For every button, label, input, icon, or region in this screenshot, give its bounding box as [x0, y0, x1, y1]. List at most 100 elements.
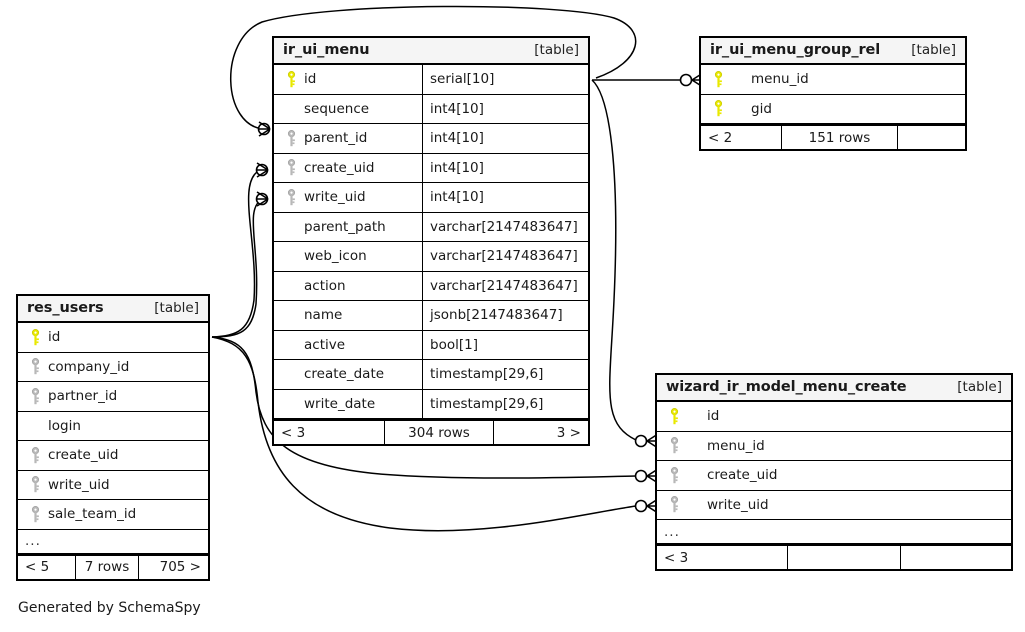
no-key-icon	[281, 278, 301, 294]
column-type: jsonb[2147483647]	[422, 301, 588, 330]
footer-row-count	[787, 546, 900, 569]
table-row[interactable]: id	[18, 323, 208, 353]
table-type-tag: [table]	[534, 42, 579, 58]
endpoint-circle	[679, 73, 693, 87]
table-row[interactable]: sequence int4[10]	[274, 94, 588, 124]
foreign-key-icon	[25, 387, 45, 404]
column-label: write_date	[304, 395, 376, 412]
table-row[interactable]: action varchar[2147483647]	[274, 271, 588, 301]
column-label: write_uid	[707, 496, 769, 513]
table-type-tag: [table]	[911, 42, 956, 58]
table-row[interactable]: create_uid int4[10]	[274, 153, 588, 183]
column-label: web_icon	[304, 248, 367, 265]
foreign-key-icon	[281, 159, 301, 176]
column-name-cell: create_date	[274, 360, 422, 389]
table-row[interactable]: write_uid	[657, 491, 1011, 520]
table-row[interactable]: create_uid	[657, 461, 1011, 491]
schemaspy-credit: Generated by SchemaSpy	[18, 600, 201, 616]
column-label: parent_id	[304, 130, 368, 147]
table-footer: < 3	[657, 544, 1011, 569]
no-key-icon	[281, 396, 301, 412]
column-name-cell: menu_id	[701, 65, 965, 94]
table-row[interactable]: name jsonb[2147483647]	[274, 301, 588, 331]
foreign-key-icon	[664, 466, 684, 483]
column-label: create_uid	[707, 467, 778, 484]
table-header-ir_ui_menu: ir_ui_menu [table]	[274, 38, 588, 65]
table-wizard_ir_model_menu_create[interactable]: wizard_ir_model_menu_create [table] id m…	[655, 373, 1013, 571]
column-label: active	[304, 336, 346, 353]
footer-row-count: 151 rows	[781, 126, 897, 149]
footer-child-count[interactable]: 705 >	[138, 555, 208, 579]
column-label: partner_id	[48, 388, 118, 405]
table-row[interactable]: active bool[1]	[274, 330, 588, 360]
table-row[interactable]: company_id	[18, 353, 208, 382]
table-row[interactable]: create_date timestamp[29,6]	[274, 360, 588, 390]
primary-key-icon	[664, 407, 684, 424]
column-label: sale_team_id	[48, 506, 137, 523]
column-label: menu_id	[751, 71, 809, 88]
column-label: name	[304, 307, 343, 324]
table-row[interactable]: write_uid int4[10]	[274, 183, 588, 213]
table-row[interactable]: login	[18, 412, 208, 441]
table-title: wizard_ir_model_menu_create	[666, 379, 907, 395]
table-row[interactable]: id	[657, 402, 1011, 432]
table-title: res_users	[27, 300, 104, 316]
table-row[interactable]: web_icon varchar[2147483647]	[274, 242, 588, 272]
footer-parent-count[interactable]: < 3	[664, 549, 689, 566]
table-ir_ui_menu[interactable]: ir_ui_menu [table] id serial[10] sequenc…	[272, 36, 590, 446]
foreign-key-icon	[25, 446, 45, 463]
column-label: id	[304, 71, 317, 88]
column-type: varchar[2147483647]	[422, 212, 588, 241]
column-name-cell: write_uid	[274, 183, 422, 212]
column-name-cell: gid	[701, 95, 965, 124]
footer-parent-count[interactable]: < 3	[281, 424, 306, 441]
column-name-cell: id	[274, 65, 422, 94]
column-name-cell: parent_id	[274, 124, 422, 153]
column-type: serial[10]	[422, 65, 588, 94]
column-label: id	[48, 329, 61, 346]
footer-child-count[interactable]	[900, 546, 1011, 569]
column-label: login	[48, 417, 81, 434]
column-name-cell: company_id	[18, 353, 208, 382]
footer-parent-count[interactable]: < 2	[708, 129, 733, 146]
column-type: int4[10]	[422, 124, 588, 153]
table-row[interactable]: parent_path varchar[2147483647]	[274, 212, 588, 242]
endpoint-circle	[257, 122, 271, 136]
table-row[interactable]: create_uid	[18, 441, 208, 471]
column-label: company_id	[48, 358, 130, 375]
foreign-key-icon	[25, 505, 45, 522]
footer-parent-count[interactable]: < 5	[25, 559, 50, 575]
table-row[interactable]: sale_team_id	[18, 500, 208, 530]
foreign-key-icon	[25, 476, 45, 493]
footer-child-count[interactable]	[897, 126, 965, 149]
endpoint-circle	[634, 469, 648, 483]
no-key-icon	[281, 101, 301, 117]
column-name-cell: write_date	[274, 390, 422, 419]
column-label: write_uid	[48, 476, 110, 493]
table-row[interactable]: write_uid	[18, 471, 208, 500]
table-row[interactable]: menu_id	[657, 432, 1011, 461]
table-footer: < 5 7 rows 705 >	[18, 553, 208, 579]
column-type: varchar[2147483647]	[422, 242, 588, 271]
footer-row-count: 304 rows	[384, 421, 493, 444]
table-res_users[interactable]: res_users [table] id company_id	[16, 294, 210, 581]
table-ir_ui_menu_group_rel[interactable]: ir_ui_menu_group_rel [table] menu_id gid…	[699, 36, 967, 151]
column-label: action	[304, 277, 346, 294]
foreign-key-icon	[664, 437, 684, 454]
column-name-cell: id	[657, 402, 1011, 431]
primary-key-icon	[281, 70, 301, 87]
table-row[interactable]: parent_id int4[10]	[274, 124, 588, 154]
table-row[interactable]: partner_id	[18, 382, 208, 412]
table-title: ir_ui_menu	[283, 42, 370, 58]
table-row[interactable]: id serial[10]	[274, 65, 588, 95]
column-label: create_uid	[304, 159, 375, 176]
table-row[interactable]: menu_id	[701, 65, 965, 95]
no-key-icon	[281, 307, 301, 323]
edge-wizard-menu_id	[591, 79, 639, 442]
no-key-icon	[281, 219, 301, 235]
table-row[interactable]: write_date timestamp[29,6]	[274, 389, 588, 419]
footer-child-count[interactable]: 3 >	[493, 421, 588, 444]
table-header-ir_ui_menu_group_rel: ir_ui_menu_group_rel [table]	[701, 38, 965, 65]
table-row[interactable]: gid	[701, 95, 965, 124]
